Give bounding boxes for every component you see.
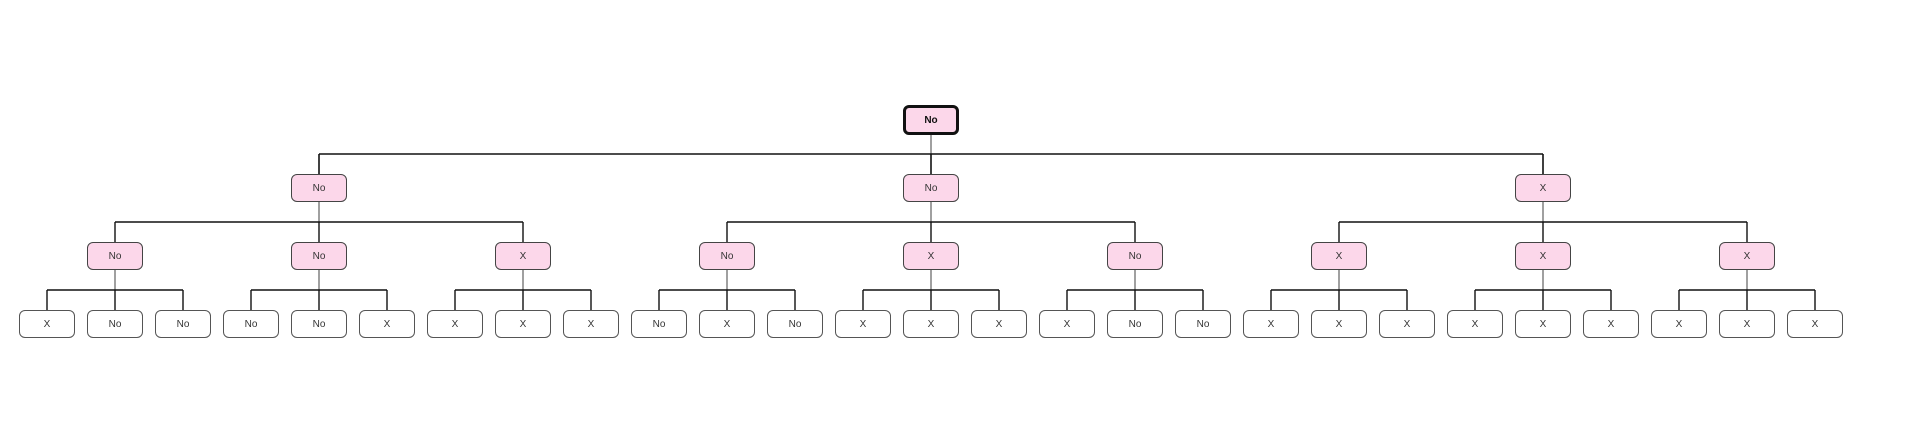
tree-leaf-node: X	[1719, 310, 1775, 338]
tree-leaf-node: X	[495, 310, 551, 338]
node-label: No	[1196, 318, 1210, 330]
tree-leaf-node: X	[1243, 310, 1299, 338]
node-label: X	[1539, 182, 1547, 194]
tree-leaf-node: No	[87, 310, 143, 338]
tree-leaf-node: X	[971, 310, 1027, 338]
node-label: X	[1267, 318, 1275, 330]
node-label: X	[1743, 250, 1751, 262]
tree-leaf-node: No	[223, 310, 279, 338]
node-label: X	[1675, 318, 1683, 330]
tree-leaf-node: No	[1175, 310, 1231, 338]
node-label: X	[383, 318, 391, 330]
tree-leaf-node: X	[1311, 310, 1367, 338]
tree-node: X	[1719, 242, 1775, 270]
node-label: No	[1128, 250, 1142, 262]
node-label: No	[788, 318, 802, 330]
node-label: No	[1128, 318, 1142, 330]
tree-leaf-node: No	[291, 310, 347, 338]
node-label: X	[1403, 318, 1411, 330]
node-label: X	[723, 318, 731, 330]
node-label: X	[859, 318, 867, 330]
node-label: No	[108, 250, 122, 262]
node-label: No	[312, 250, 326, 262]
tree-node: No	[903, 174, 959, 202]
node-label: X	[1063, 318, 1071, 330]
node-label: No	[720, 250, 734, 262]
node-label: X	[519, 318, 527, 330]
node-label: X	[1471, 318, 1479, 330]
node-label: No	[244, 318, 258, 330]
node-label: X	[1335, 318, 1343, 330]
tree-leaf-node: X	[699, 310, 755, 338]
node-label: No	[924, 182, 938, 194]
tree-root-node: No	[903, 105, 959, 135]
node-label: No	[312, 182, 326, 194]
node-label: X	[1335, 250, 1343, 262]
node-label: X	[587, 318, 595, 330]
node-label: X	[43, 318, 51, 330]
node-label: No	[312, 318, 326, 330]
node-label: X	[1607, 318, 1615, 330]
tree-leaf-node: X	[19, 310, 75, 338]
node-label: X	[1539, 318, 1547, 330]
tree-leaf-node: X	[1447, 310, 1503, 338]
tree-leaf-node: X	[835, 310, 891, 338]
tree-node: X	[903, 242, 959, 270]
tree-node: No	[291, 242, 347, 270]
tree-leaf-node: X	[1651, 310, 1707, 338]
tree-node: X	[1515, 174, 1571, 202]
tree-node: No	[87, 242, 143, 270]
node-label: No	[652, 318, 666, 330]
tree-leaf-node: X	[563, 310, 619, 338]
node-label: X	[1743, 318, 1751, 330]
tree-leaf-node: X	[427, 310, 483, 338]
tree-node: X	[1311, 242, 1367, 270]
tree-leaf-node: X	[903, 310, 959, 338]
node-label: X	[1539, 250, 1547, 262]
tree-leaf-node: No	[631, 310, 687, 338]
node-label: No	[176, 318, 190, 330]
tree-leaf-node: X	[1039, 310, 1095, 338]
tree-leaf-node: No	[767, 310, 823, 338]
node-label: X	[519, 250, 527, 262]
tree-node: X	[495, 242, 551, 270]
tree-node: No	[1107, 242, 1163, 270]
node-label: X	[451, 318, 459, 330]
tree-node: No	[699, 242, 755, 270]
tree-node: X	[1515, 242, 1571, 270]
tree-leaf-node: X	[1787, 310, 1843, 338]
tree-leaf-node: X	[1583, 310, 1639, 338]
node-label: X	[1811, 318, 1819, 330]
node-label: X	[995, 318, 1003, 330]
tree-leaf-node: X	[359, 310, 415, 338]
tree-node: No	[291, 174, 347, 202]
node-label: X	[927, 318, 935, 330]
tree-leaf-node: X	[1379, 310, 1435, 338]
tree-leaf-node: No	[1107, 310, 1163, 338]
node-label: No	[108, 318, 122, 330]
tree-leaf-node: X	[1515, 310, 1571, 338]
node-label: X	[927, 250, 935, 262]
node-label: No	[924, 114, 938, 126]
tree-leaf-node: No	[155, 310, 211, 338]
